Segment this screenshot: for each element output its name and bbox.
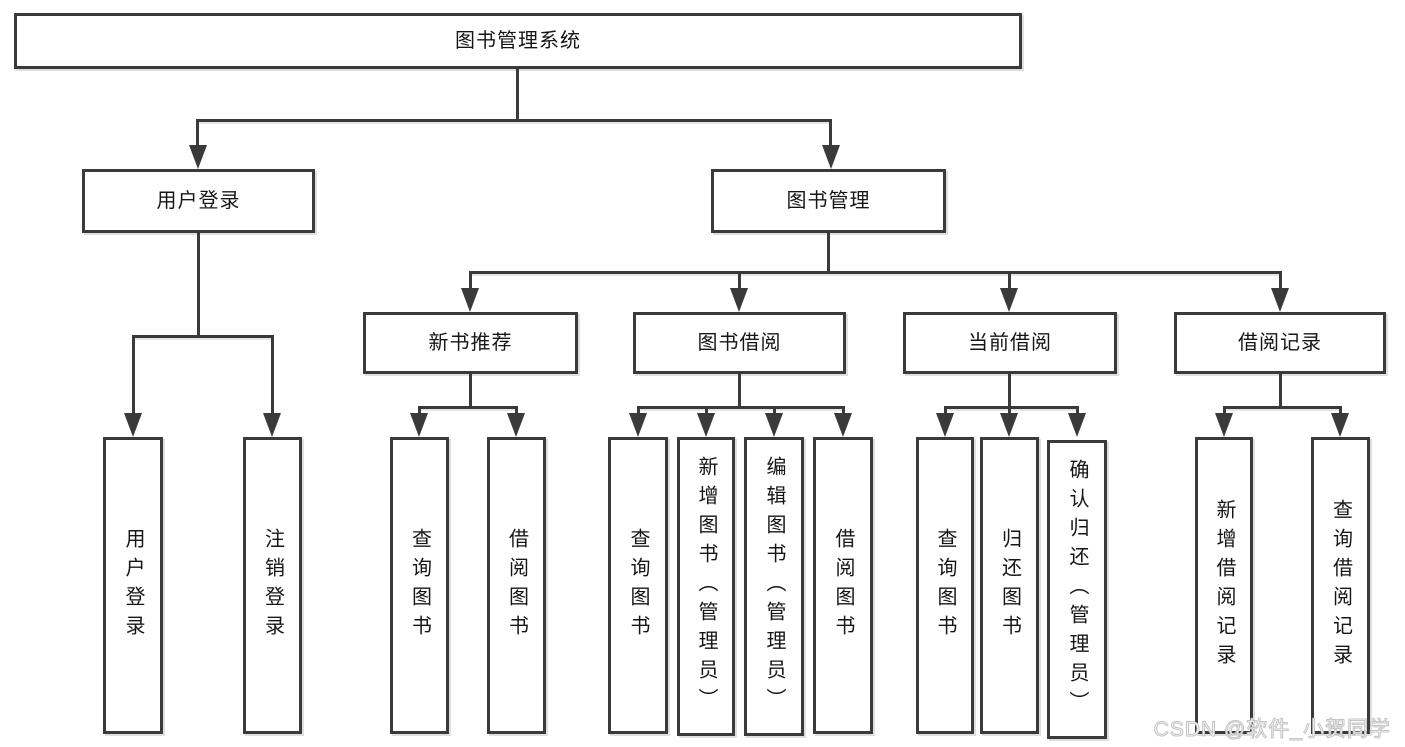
connector-rail bbox=[418, 406, 518, 409]
connector-stub bbox=[944, 406, 947, 417]
connector-level2-rail bbox=[197, 119, 831, 122]
connector-stub bbox=[637, 406, 640, 417]
arrow-down-icon bbox=[189, 145, 207, 169]
node-book-management: 图书管理 bbox=[711, 169, 946, 233]
leaf-query-borrow-record: 查询借阅记录 bbox=[1311, 437, 1370, 734]
leaf-logout: 注销登录 bbox=[243, 437, 302, 734]
arrow-down-icon bbox=[1271, 288, 1289, 312]
arrow-down-icon bbox=[822, 145, 840, 169]
connector-rail bbox=[637, 406, 844, 409]
arrow-down-icon bbox=[1068, 413, 1086, 437]
leaf-borrow-books-1: 借阅图书 bbox=[487, 437, 546, 734]
connector-stub bbox=[1008, 406, 1011, 417]
connector-stub bbox=[418, 406, 421, 417]
node-borrowing-records: 借阅记录 bbox=[1174, 312, 1386, 374]
connector-user-login-rail bbox=[132, 335, 274, 338]
connector-stub bbox=[271, 335, 274, 417]
node-current-borrowing: 当前借阅 bbox=[903, 312, 1117, 374]
leaf-return-books: 归还图书 bbox=[980, 437, 1039, 734]
connector-level3-rail bbox=[469, 271, 1281, 274]
leaf-edit-book-admin: 编辑图书（管理员） bbox=[744, 437, 804, 736]
node-new-book-recommend: 新书推荐 bbox=[363, 312, 578, 374]
leaf-query-books-3: 查询图书 bbox=[916, 437, 974, 734]
connector-book-mgmt-trunk bbox=[827, 233, 830, 273]
leaf-add-borrow-record: 新增借阅记录 bbox=[1195, 437, 1253, 734]
connector-root-trunk bbox=[516, 69, 519, 121]
connector-trunk bbox=[738, 374, 741, 408]
node-root: 图书管理系统 bbox=[14, 13, 1022, 69]
arrow-down-icon bbox=[834, 413, 852, 437]
connector-stub bbox=[842, 406, 845, 417]
connector-stub bbox=[1279, 271, 1282, 291]
leaf-query-books-1: 查询图书 bbox=[390, 437, 449, 734]
connector-stub bbox=[132, 335, 135, 417]
connector-stub bbox=[829, 119, 832, 149]
connector-trunk bbox=[1008, 374, 1011, 408]
arrow-down-icon bbox=[124, 413, 142, 437]
arrow-down-icon bbox=[461, 288, 479, 312]
connector-stub bbox=[469, 271, 472, 291]
arrow-down-icon bbox=[765, 413, 783, 437]
node-book-borrowing: 图书借阅 bbox=[633, 312, 846, 374]
arrow-down-icon bbox=[507, 413, 525, 437]
connector-stub bbox=[1223, 406, 1226, 417]
connector-stub bbox=[738, 271, 741, 291]
connector-stub bbox=[705, 406, 708, 417]
leaf-confirm-return-admin: 确认归还（管理员） bbox=[1047, 440, 1107, 739]
connector-rail bbox=[944, 406, 1079, 409]
connector-stub bbox=[196, 119, 199, 149]
arrow-down-icon bbox=[936, 413, 954, 437]
connector-stub bbox=[1076, 406, 1079, 417]
arrow-down-icon bbox=[1331, 413, 1349, 437]
node-user-login: 用户登录 bbox=[82, 169, 315, 233]
arrow-down-icon bbox=[1215, 413, 1233, 437]
leaf-borrow-books-2: 借阅图书 bbox=[813, 437, 873, 734]
arrow-down-icon bbox=[730, 288, 748, 312]
arrow-down-icon bbox=[697, 413, 715, 437]
leaf-query-books-2: 查询图书 bbox=[608, 437, 668, 734]
csdn-watermark: CSDN @软件_小贺同学 bbox=[1153, 718, 1391, 742]
connector-stub bbox=[1339, 406, 1342, 417]
arrow-down-icon bbox=[1000, 288, 1018, 312]
arrow-down-icon bbox=[263, 413, 281, 437]
arrow-down-icon bbox=[1000, 413, 1018, 437]
connector-rail bbox=[1223, 406, 1341, 409]
connector-trunk bbox=[469, 374, 472, 408]
connector-stub bbox=[515, 406, 518, 417]
connector-stub bbox=[1008, 271, 1011, 291]
connector-user-login-trunk bbox=[197, 233, 200, 337]
leaf-add-book-admin: 新增图书（管理员） bbox=[677, 437, 735, 736]
leaf-user-login: 用户登录 bbox=[103, 437, 163, 734]
connector-stub bbox=[773, 406, 776, 417]
arrow-down-icon bbox=[410, 413, 428, 437]
arrow-down-icon bbox=[629, 413, 647, 437]
connector-trunk bbox=[1279, 374, 1282, 408]
